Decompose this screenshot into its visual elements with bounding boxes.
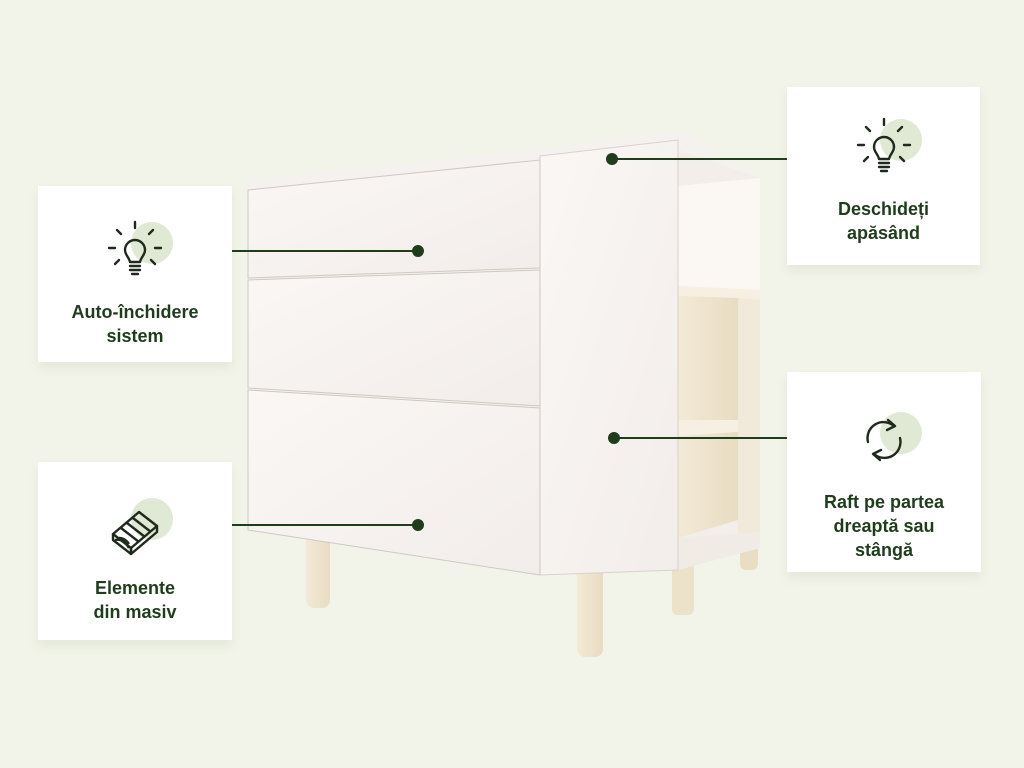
feature-label: Auto-închidere sistem bbox=[71, 302, 199, 346]
feature-label: Deschideți apăsând bbox=[837, 199, 930, 243]
accent-circle bbox=[880, 412, 922, 454]
feature-label: Elemente din masiv bbox=[93, 578, 177, 622]
connector-lines bbox=[210, 153, 810, 531]
lightbulb-icon bbox=[856, 117, 911, 173]
rotate-arrows-icon bbox=[866, 418, 902, 462]
feature-label: Raft pe partea dreaptă sau stângă bbox=[823, 492, 945, 560]
lightbulb-icon bbox=[107, 220, 163, 276]
icon-container bbox=[842, 398, 926, 482]
icon-container bbox=[93, 484, 177, 568]
wood-log-icon bbox=[111, 510, 159, 556]
icon-container bbox=[93, 208, 177, 292]
feature-card-push-open: Deschideți apăsând bbox=[787, 87, 980, 265]
right-door bbox=[539, 139, 679, 576]
feature-card-shelf-side: Raft pe partea dreaptă sau stângă bbox=[787, 372, 981, 572]
side-shelf bbox=[677, 150, 760, 570]
drawers bbox=[247, 159, 541, 576]
accent-circle bbox=[131, 222, 173, 264]
feature-card-auto-close: Auto-închidere sistem bbox=[38, 186, 232, 362]
accent-circle bbox=[879, 119, 922, 161]
icon-container bbox=[842, 105, 926, 189]
feature-card-solid-wood: Elemente din masiv bbox=[38, 462, 232, 640]
